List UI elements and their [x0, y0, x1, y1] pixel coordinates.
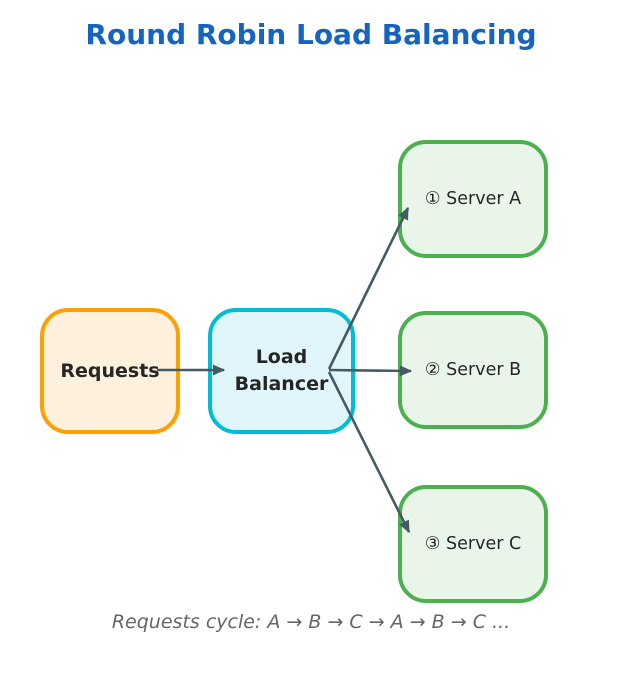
node-load-balancer: Load Balancer: [208, 308, 355, 434]
node-server-b: ② Server B: [398, 311, 548, 429]
node-server-a: ① Server A: [398, 140, 548, 258]
diagram-title: Round Robin Load Balancing: [85, 18, 537, 51]
node-server-b-label: ② Server B: [424, 359, 522, 380]
node-server-c-label: ③ Server C: [424, 533, 522, 554]
node-load-balancer-label: Load Balancer: [234, 346, 329, 395]
node-requests-label: Requests: [60, 359, 160, 382]
node-server-a-label: ① Server A: [424, 188, 522, 209]
node-requests: Requests: [40, 308, 180, 434]
node-server-c: ③ Server C: [398, 485, 548, 603]
cycle-caption: Requests cycle: A → B → C → A → B → C ..…: [111, 611, 511, 633]
